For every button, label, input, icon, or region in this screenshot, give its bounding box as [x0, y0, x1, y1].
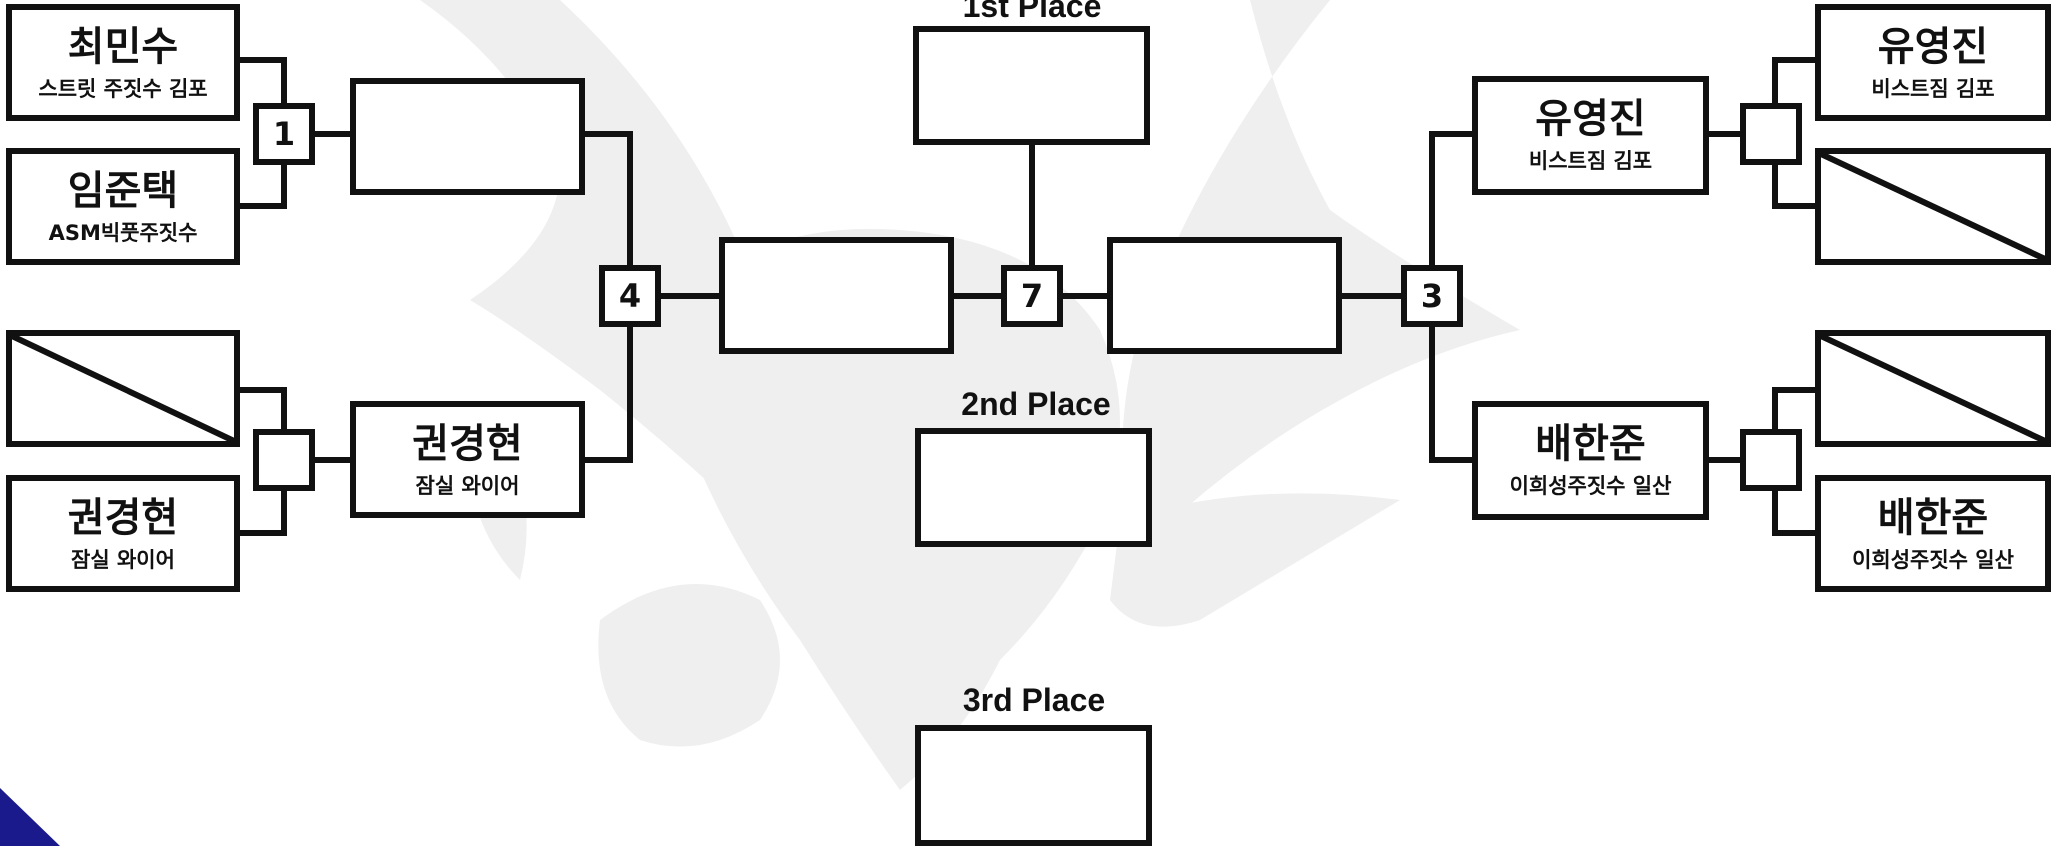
bye-slash — [12, 336, 234, 441]
match-number-left-semi: 4 — [599, 265, 661, 327]
competitor-team: ASM빅풋주짓수 — [12, 220, 234, 246]
competitor-team: 잠실 와이어 — [356, 473, 579, 499]
second-place-label: 2nd Place — [916, 386, 1156, 423]
competitor-name: 권경현 — [356, 421, 579, 467]
right-r2-bottom-slot: 배한준 이희성주짓수 일산 — [1472, 401, 1709, 520]
third-place-slot — [915, 725, 1152, 846]
right-r1a-bottom-slot-bye — [1815, 148, 2051, 265]
bye-slash — [1821, 154, 2045, 259]
competitor-team: 비스트짐 김포 — [1821, 76, 2045, 102]
left-r1b-top-slot-bye — [6, 330, 240, 447]
bye-slash — [1821, 336, 2045, 441]
competitor-team: 스트릿 주짓수 김포 — [12, 76, 234, 102]
match-number-final: 7 — [1001, 265, 1063, 327]
left-r1a-bottom-slot: 임준택 ASM빅풋주짓수 — [6, 148, 240, 265]
right-r1b-bottom-slot: 배한준 이희성주짓수 일산 — [1815, 475, 2051, 592]
third-place-label: 3rd Place — [914, 682, 1154, 719]
left-r1a-top-slot: 최민수 스트릿 주짓수 김포 — [6, 4, 240, 121]
left-semi-slot — [719, 237, 954, 354]
first-place-label: 1st Place — [912, 0, 1152, 25]
match-number-left-r1a: 1 — [253, 103, 315, 165]
competitor-name: 임준택 — [12, 168, 234, 214]
right-r1b-top-slot-bye — [1815, 330, 2051, 447]
competitor-name: 최민수 — [12, 24, 234, 70]
match-number-right-semi: 3 — [1401, 265, 1463, 327]
match-number-right-r1b — [1740, 429, 1802, 491]
left-r1b-bottom-slot: 권경현 잠실 와이어 — [6, 475, 240, 592]
competitor-name: 유영진 — [1478, 96, 1703, 142]
competitor-name: 유영진 — [1821, 24, 2045, 70]
first-place-slot — [913, 26, 1150, 145]
competitor-team: 비스트짐 김포 — [1478, 148, 1703, 174]
second-place-slot — [915, 428, 1152, 547]
competitor-team: 이희성주짓수 일산 — [1478, 473, 1703, 499]
competitor-team: 잠실 와이어 — [12, 547, 234, 573]
competitor-team: 이희성주짓수 일산 — [1821, 547, 2045, 573]
right-semi-slot — [1107, 237, 1342, 354]
corner-triangle — [0, 788, 60, 846]
competitor-name: 배한준 — [1821, 495, 2045, 541]
left-r2-bottom-slot: 권경현 잠실 와이어 — [350, 401, 585, 518]
match-number-right-r1a — [1740, 103, 1802, 165]
match-number-left-r1b — [253, 429, 315, 491]
left-r2-top-slot — [350, 78, 585, 195]
right-r2-top-slot: 유영진 비스트짐 김포 — [1472, 76, 1709, 195]
competitor-name: 배한준 — [1478, 421, 1703, 467]
competitor-name: 권경현 — [12, 495, 234, 541]
right-r1a-top-slot: 유영진 비스트짐 김포 — [1815, 4, 2051, 121]
